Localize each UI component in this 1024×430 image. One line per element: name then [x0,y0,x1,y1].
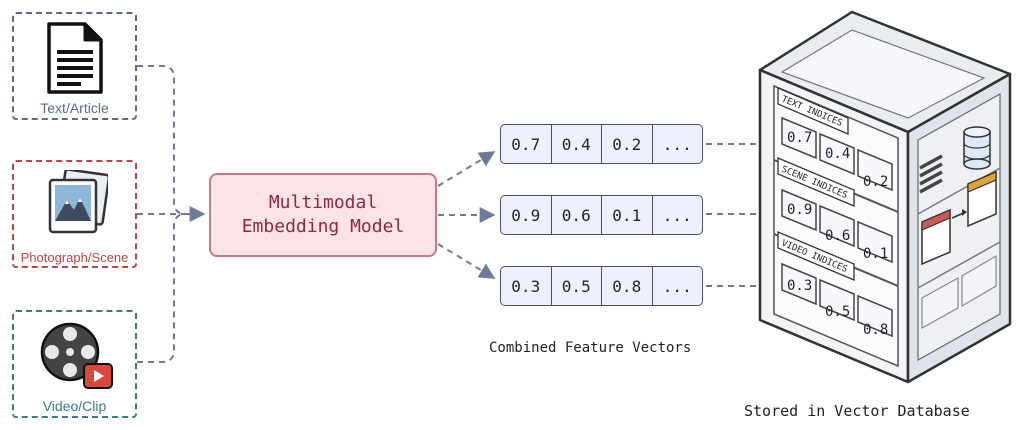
db-value: 0.1 [863,246,888,262]
vector-cell: 0.1 [602,196,653,234]
vector-cell: ... [662,276,692,296]
vector-cell: 0.8 [602,267,653,305]
database-caption: Stored in Vector Database [744,402,970,420]
text-to-model-connector [137,65,206,222]
vector-cell: 0.9 [501,196,552,234]
index-card-icon [921,170,997,266]
vector-cell: 0.3 [501,267,552,305]
photo-icon [48,170,108,234]
text-source-box: Text/Article [12,12,137,120]
db-value: 0.4 [825,146,850,162]
film-reel-icon [40,322,113,389]
vector-database-rack: TEXT INDICES SCENE INDICES VIDEO INDICES… [758,10,1012,384]
db-value: 0.9 [787,202,812,218]
vector-cell: 0.4 [552,125,602,163]
model-title-line-1: Multimodal [268,192,378,213]
model-to-vector-1-arrow [437,151,496,187]
vector-cell: ... [662,134,692,154]
db-value: 0.6 [825,228,850,244]
vector-cell: 0.2 [602,125,653,163]
db-value: 0.7 [787,130,812,146]
db-value: 0.3 [787,278,812,294]
database-cylinder-icon [963,126,991,170]
feature-vector-2: 0.9 0.6 0.1 ... [500,195,703,235]
photo-source-label: Photograph/Scene [20,250,129,265]
vector-cell: ... [662,205,692,225]
db-value: 0.5 [825,304,850,320]
db-value: 0.2 [863,174,888,190]
model-title-line-2: Embedding Model [241,216,405,237]
embedding-model-box: Multimodal Embedding Model [209,173,437,257]
document-icon [47,22,103,94]
video-to-model-connector [137,213,187,363]
db-value: 0.8 [863,322,888,338]
vector-cell: 0.6 [552,196,602,234]
video-source-label: Video/Clip [42,398,107,414]
photo-source-box: Photograph/Scene [12,160,137,268]
list-icon [919,154,943,194]
vectors-caption: Combined Feature Vectors [489,340,692,356]
feature-vector-1: 0.7 0.4 0.2 ... [500,124,703,164]
text-source-label: Text/Article [40,100,109,116]
video-source-box: Video/Clip [12,310,137,418]
vector-cell: 0.5 [552,267,602,305]
feature-vector-3: 0.3 0.5 0.8 ... [500,266,703,306]
vector-cell: 0.7 [501,125,552,163]
model-to-vector-3-arrow [437,243,496,279]
